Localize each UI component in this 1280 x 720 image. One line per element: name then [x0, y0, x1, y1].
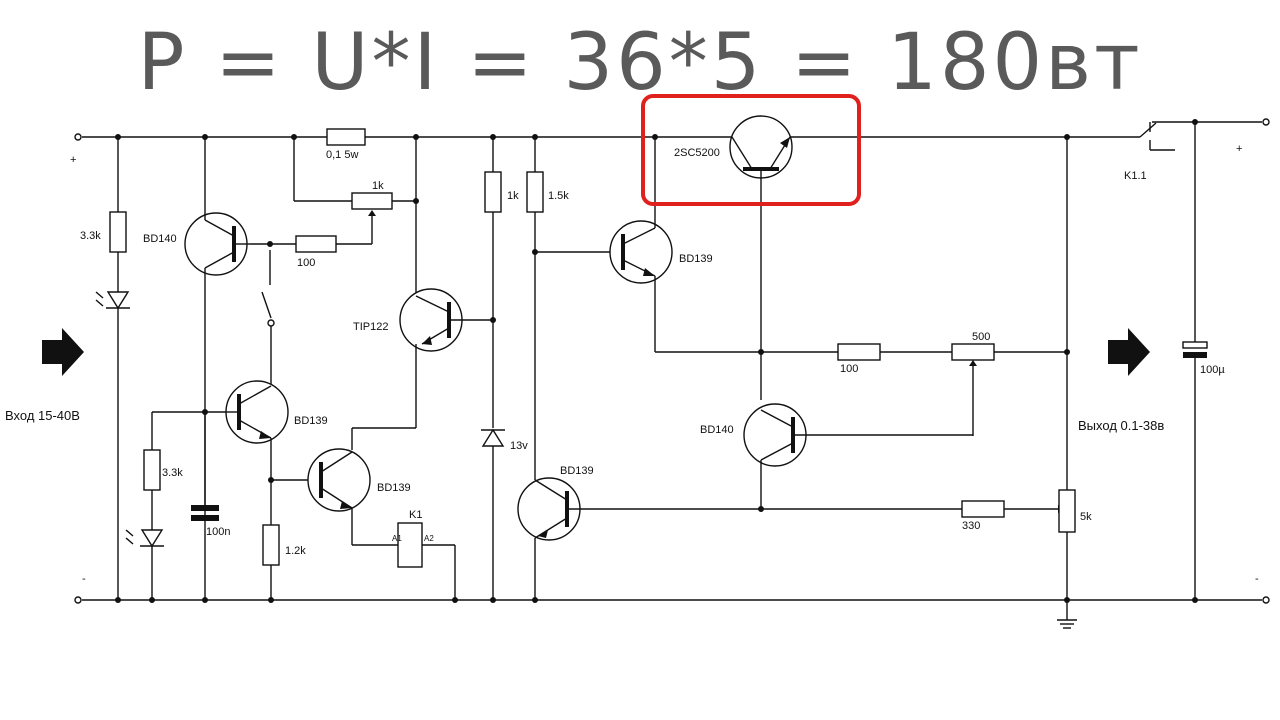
capacitor-100n [191, 505, 219, 511]
led-branch-left [95, 137, 130, 600]
plus-left-label: + [70, 154, 76, 166]
terminal-in-minus [74, 596, 82, 604]
output-arrow-icon [1108, 328, 1150, 376]
formula-title: P = U*I = 36*5 = 180вт [137, 18, 1143, 108]
junction-dots [115, 119, 1198, 603]
terminal-out-minus [1262, 596, 1270, 604]
zener-label: 13v [510, 440, 528, 452]
resistor-100-a [295, 235, 337, 253]
r-33k-a-label: 3.3k [80, 230, 101, 242]
relay-a1-label: A1 [392, 534, 402, 543]
r-12k-label: 1.2k [285, 545, 306, 557]
minus-left-label: - [82, 573, 86, 585]
resistor-330 [961, 500, 1005, 518]
transistor-bd140-a [184, 137, 250, 600]
transistor-bd139-a [609, 137, 673, 352]
potentiometer-500 [951, 343, 995, 361]
r-33k-b-label: 3.3k [162, 467, 183, 479]
transistor-bd139-d [517, 477, 962, 600]
c-100n-label: 100n [206, 526, 230, 538]
capacitor-100u [1183, 352, 1207, 358]
transistor-bd139-b [225, 380, 289, 525]
q-bd139-d-label: BD139 [560, 465, 594, 477]
r-1k-label: 1k [507, 190, 519, 202]
top-rail [82, 121, 1262, 151]
c-100u-label: 100µ [1200, 364, 1225, 376]
highlight-box [641, 94, 861, 206]
q-bd139-a-label: BD139 [679, 253, 713, 265]
output-label: Выход 0.1-38в [1078, 418, 1164, 433]
transistor-2sc5200 [729, 115, 793, 400]
transistor-tip122 [399, 288, 494, 352]
r-100-b-label: 100 [840, 363, 858, 375]
r-shunt-label: 0,1 5w [326, 149, 358, 161]
potentiometer-5k [1058, 489, 1076, 533]
led-icon [106, 291, 130, 310]
relay-a2-label: A2 [424, 534, 434, 543]
resistor-1k [484, 171, 502, 213]
plus-right-label: + [1236, 143, 1242, 155]
resistor-shunt [326, 128, 366, 146]
r-330-label: 330 [962, 520, 980, 532]
q-tip122-label: TIP122 [353, 321, 388, 333]
terminal-in-plus [74, 133, 82, 141]
relay-contact-label: K1.1 [1124, 170, 1147, 182]
terminal-out-plus [1262, 118, 1270, 126]
pot-500-label: 500 [972, 331, 990, 343]
transistor-bd139-c [307, 448, 398, 546]
resistor-1k2 [262, 524, 280, 566]
zener-icon [481, 428, 505, 447]
resistor-3k3-b [143, 449, 161, 491]
potentiometer-1k [351, 192, 393, 210]
pot-1k-label: 1k [372, 180, 384, 192]
input-arrow-icon [42, 328, 84, 376]
resistor-3k3-a [109, 211, 127, 253]
pot-5k-label: 5k [1080, 511, 1092, 523]
q-bd140-b-label: BD140 [700, 424, 734, 436]
relay-k1-label: K1 [409, 509, 422, 521]
q-bd139-c-label: BD139 [377, 482, 411, 494]
relay-k1 [397, 522, 423, 568]
r-100-a-label: 100 [297, 257, 315, 269]
transistor-bd140-b [743, 403, 973, 509]
q-bd139-b-label: BD139 [294, 415, 328, 427]
input-label: Вход 15-40В [5, 408, 80, 423]
resistor-1k5 [526, 171, 544, 213]
q-bd140-a-label: BD140 [143, 233, 177, 245]
resistor-100-b [837, 343, 881, 361]
led-icon-b [140, 529, 164, 548]
r-15k-label: 1.5k [548, 190, 569, 202]
q-2sc5200-label: 2SC5200 [674, 147, 720, 159]
minus-right-label: - [1255, 573, 1259, 585]
